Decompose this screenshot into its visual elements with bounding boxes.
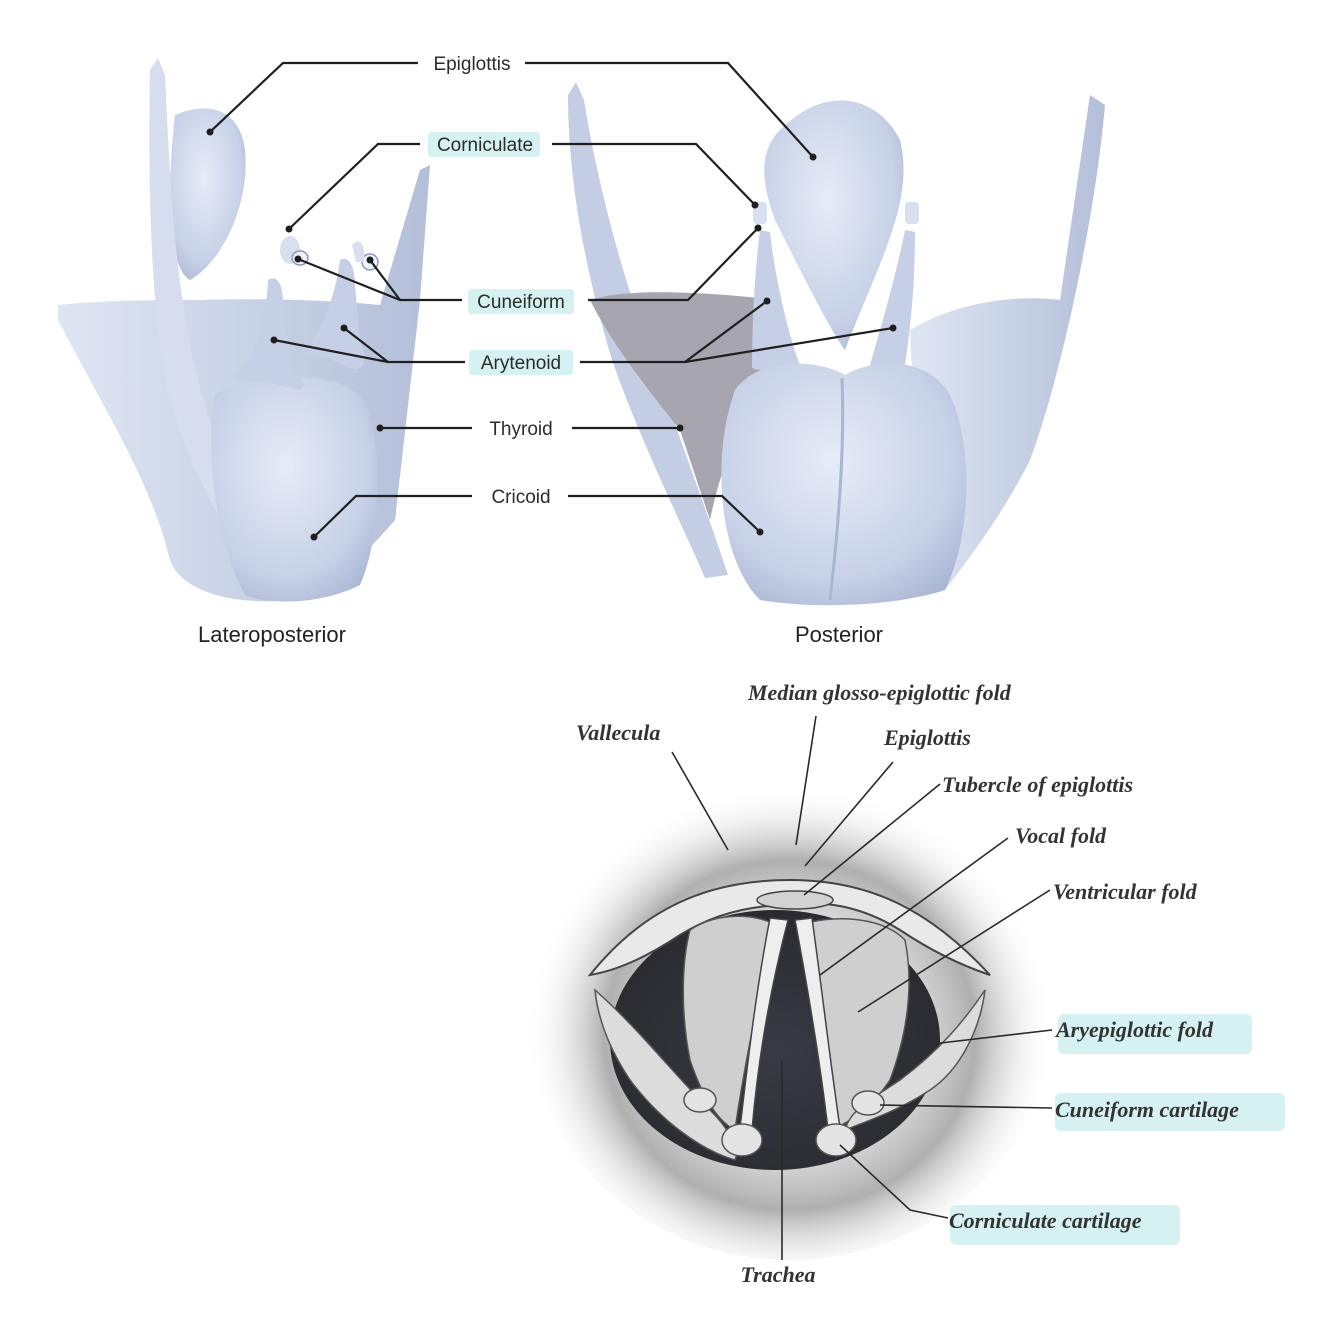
corniculate-left-2 <box>352 241 365 262</box>
view-label-lateroposterior: Lateroposterior <box>198 622 346 647</box>
label-vocal-fold: Vocal fold <box>1015 823 1107 848</box>
ventricular-fold-left <box>682 915 776 1132</box>
cuneiform-bulge-left <box>683 1087 717 1113</box>
label-arytenoid: Arytenoid <box>481 353 561 374</box>
corniculate-bulge-right <box>815 1123 857 1157</box>
label-tubercle-of-epiglottis: Tubercle of epiglottis <box>942 772 1133 797</box>
top-leader-lines <box>209 61 894 538</box>
bottom-leader-lines <box>671 715 1053 1260</box>
cricoid-right <box>721 363 967 606</box>
label-vallecula: Vallecula <box>576 720 660 745</box>
arytenoid-left-2 <box>305 258 365 370</box>
epiglottis-tubercle <box>756 890 834 910</box>
label-trachea: Trachea <box>741 1262 816 1287</box>
label-corniculate-cartilage: Corniculate cartilage <box>949 1208 1142 1233</box>
top-leader-dots <box>206 128 897 541</box>
epiglottis-left <box>170 108 246 280</box>
label-cricoid: Cricoid <box>491 487 550 508</box>
cuneiform-bulge-right <box>851 1090 885 1116</box>
posterior-model <box>568 82 1105 606</box>
label-cuneiform-cartilage: Cuneiform cartilage <box>1055 1097 1239 1122</box>
highlight-arytenoid <box>469 350 573 375</box>
laryngoscopic-view <box>525 760 1055 1260</box>
aryepiglottic-fold-left <box>594 988 737 1161</box>
label-ventricular-fold: Ventricular fold <box>1053 879 1198 904</box>
corniculate-right-2 <box>905 202 919 224</box>
top-labels: Epiglottis Corniculate Cuneiform Aryteno… <box>198 54 883 647</box>
label-epiglottis-bottom: Epiglottis <box>883 725 971 750</box>
arytenoid-left-1 <box>235 278 305 390</box>
cricoid-left <box>211 376 378 602</box>
highlight-cuneiform-cartilage <box>1055 1093 1285 1131</box>
label-median-glosso-epiglottic-fold: Median glosso-epiglottic fold <box>747 680 1012 705</box>
thyroid-horn-left <box>149 58 275 592</box>
thyroid-lamina-left <box>590 292 765 520</box>
epiglottis-right <box>764 100 904 350</box>
bottom-labels: Median glosso-epiglottic fold Vallecula … <box>576 680 1285 1287</box>
label-thyroid: Thyroid <box>489 419 552 440</box>
corniculate-bulge-left <box>721 1123 763 1157</box>
highlight-aryepiglottic-fold <box>1058 1014 1252 1054</box>
cricoid-ridge <box>828 377 845 601</box>
arytenoid-right-2 <box>870 230 915 369</box>
view-label-posterior: Posterior <box>795 622 883 647</box>
arytenoid-right-1 <box>752 230 800 371</box>
label-epiglottis: Epiglottis <box>433 54 510 75</box>
label-cuneiform: Cuneiform <box>477 292 565 313</box>
highlight-corniculate-cartilage <box>950 1205 1180 1245</box>
epiglottis-rim <box>587 878 991 977</box>
thyroid-wing-left <box>568 82 728 578</box>
lateroposterior-model <box>58 58 430 602</box>
highlight-cuneiform <box>468 289 574 314</box>
highlight-corniculate <box>428 132 540 157</box>
label-aryepiglottic-fold: Aryepiglottic fold <box>1054 1017 1214 1042</box>
label-corniculate: Corniculate <box>437 135 533 156</box>
